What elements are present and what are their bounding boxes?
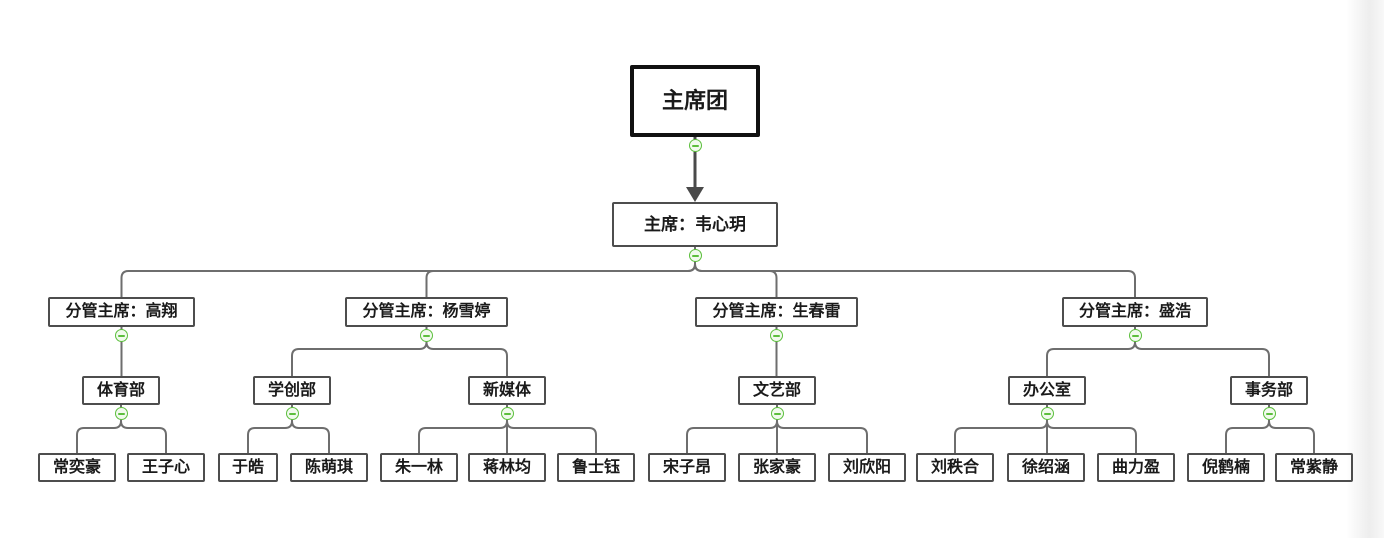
org-node-dept-xuechuang[interactable]: 学创部 xyxy=(253,376,331,405)
org-node-m-lu-shiyu[interactable]: 鲁士钰 xyxy=(557,453,635,482)
org-node-m-chang-yihao[interactable]: 常奕豪 xyxy=(38,453,116,482)
org-node-label: 宋子昂 xyxy=(662,458,711,476)
org-node-label: 常奕豪 xyxy=(52,458,101,476)
connector-elbow xyxy=(1046,405,1137,453)
org-node-m-liu-zhihe[interactable]: 刘秩合 xyxy=(916,453,994,482)
collapse-button-dept-affairs[interactable] xyxy=(1262,407,1276,420)
connector-elbow xyxy=(1268,405,1315,453)
minus-icon xyxy=(773,334,780,337)
minus-icon xyxy=(691,144,699,147)
collapse-button-dept-sports[interactable] xyxy=(114,407,128,420)
minus-icon xyxy=(1265,412,1273,415)
org-node-label: 常紫静 xyxy=(1289,458,1338,476)
org-node-label: 刘秩合 xyxy=(930,458,979,476)
org-node-m-wang-zixin[interactable]: 王子心 xyxy=(127,453,205,482)
connector-elbow xyxy=(291,405,330,453)
org-node-dept-arts[interactable]: 文艺部 xyxy=(738,376,816,405)
org-node-vc-gao-xiang[interactable]: 分管主席：高翔 xyxy=(48,297,195,327)
org-node-m-liu-xinyang[interactable]: 刘欣阳 xyxy=(828,453,906,482)
org-node-label: 事务部 xyxy=(1244,381,1293,399)
connector-elbow xyxy=(1046,327,1136,376)
org-node-dept-office[interactable]: 办公室 xyxy=(1008,376,1086,405)
collapse-button-vc-yang-xueting[interactable] xyxy=(420,329,433,342)
org-node-label: 刘欣阳 xyxy=(842,458,891,476)
org-node-label: 办公室 xyxy=(1022,381,1071,399)
org-node-m-qu-liying[interactable]: 曲力盈 xyxy=(1097,453,1175,482)
org-node-label: 鲁士钰 xyxy=(571,458,620,476)
org-node-label: 新媒体 xyxy=(482,381,531,399)
collapse-button-dept-xuechuang[interactable] xyxy=(285,407,299,420)
minus-icon xyxy=(773,412,781,415)
connector-elbow xyxy=(1134,327,1270,376)
org-node-label: 王子心 xyxy=(141,458,190,476)
org-node-label: 分管主席：杨雪婷 xyxy=(362,303,491,320)
collapse-button-vc-sheng-hao[interactable] xyxy=(1128,329,1142,342)
connector-elbow xyxy=(694,247,1136,297)
collapse-button-dept-arts[interactable] xyxy=(770,407,784,420)
collapse-button-presidium[interactable] xyxy=(688,139,702,152)
org-node-m-jiang-linjun[interactable]: 蒋林均 xyxy=(468,453,546,482)
minus-icon xyxy=(118,334,125,337)
minus-icon xyxy=(423,334,430,337)
org-node-label: 倪鹤楠 xyxy=(1201,458,1250,476)
org-node-chair[interactable]: 主席：韦心玥 xyxy=(612,202,778,247)
org-node-m-zhu-yilin[interactable]: 朱一林 xyxy=(380,453,458,482)
connector-arrow-head xyxy=(686,187,704,202)
org-node-m-zhang-jiahao[interactable]: 张家豪 xyxy=(738,453,816,482)
org-node-m-yu-hao[interactable]: 于皓 xyxy=(218,453,278,482)
connector-elbow xyxy=(291,327,428,376)
org-node-label: 徐绍涵 xyxy=(1021,458,1070,476)
org-node-label: 朱一林 xyxy=(394,458,443,476)
connector-elbow xyxy=(954,405,1048,453)
org-node-label: 张家豪 xyxy=(752,458,801,476)
connector-elbow xyxy=(425,247,696,297)
org-node-label: 分管主席：生春雷 xyxy=(712,303,841,320)
connector-elbow xyxy=(686,405,778,453)
org-node-label: 学创部 xyxy=(267,381,316,399)
connector-elbow xyxy=(418,405,508,453)
org-node-label: 蒋林均 xyxy=(482,458,531,476)
org-node-presidium[interactable]: 主席团 xyxy=(630,65,760,137)
org-node-vc-yang-xueting[interactable]: 分管主席：杨雪婷 xyxy=(345,297,508,327)
org-node-label: 主席团 xyxy=(661,88,728,113)
minus-icon xyxy=(503,412,511,415)
minus-icon xyxy=(691,254,699,257)
org-node-dept-affairs[interactable]: 事务部 xyxy=(1230,376,1308,405)
org-node-label: 陈萌琪 xyxy=(304,458,353,476)
collapse-button-vc-sheng-chunlei[interactable] xyxy=(770,329,783,342)
org-node-label: 主席：韦心玥 xyxy=(644,215,746,234)
org-node-vc-sheng-hao[interactable]: 分管主席：盛浩 xyxy=(1062,297,1208,327)
org-node-label: 于皓 xyxy=(231,458,264,476)
org-node-m-chang-zijing[interactable]: 常紫静 xyxy=(1275,453,1353,482)
org-node-label: 曲力盈 xyxy=(1111,458,1160,476)
collapse-button-dept-newmedia[interactable] xyxy=(500,407,514,420)
org-node-m-ni-henan[interactable]: 倪鹤楠 xyxy=(1187,453,1265,482)
collapse-button-vc-gao-xiang[interactable] xyxy=(115,329,128,342)
connector-elbow xyxy=(776,405,868,453)
org-node-label: 分管主席：高翔 xyxy=(65,303,178,320)
org-node-label: 分管主席：盛浩 xyxy=(1078,303,1191,320)
org-node-dept-newmedia[interactable]: 新媒体 xyxy=(468,376,546,405)
org-node-dept-sports[interactable]: 体育部 xyxy=(82,376,160,405)
org-node-label: 文艺部 xyxy=(752,381,801,399)
org-node-label: 体育部 xyxy=(96,381,145,399)
collapse-button-dept-office[interactable] xyxy=(1040,407,1054,420)
connector-elbow xyxy=(120,405,167,453)
collapse-button-chair[interactable] xyxy=(688,249,702,262)
connector-elbow xyxy=(506,405,597,453)
org-node-m-xu-shaohan[interactable]: 徐绍涵 xyxy=(1007,453,1085,482)
connector-elbow xyxy=(425,327,508,376)
org-node-m-song-ziang[interactable]: 宋子昂 xyxy=(648,453,726,482)
minus-icon xyxy=(1131,334,1139,337)
minus-icon xyxy=(1043,412,1051,415)
minus-icon xyxy=(117,412,125,415)
org-node-m-chen-mengqi[interactable]: 陈萌琪 xyxy=(290,453,368,482)
minus-icon xyxy=(288,412,296,415)
org-node-vc-sheng-chunlei[interactable]: 分管主席：生春雷 xyxy=(695,297,858,327)
